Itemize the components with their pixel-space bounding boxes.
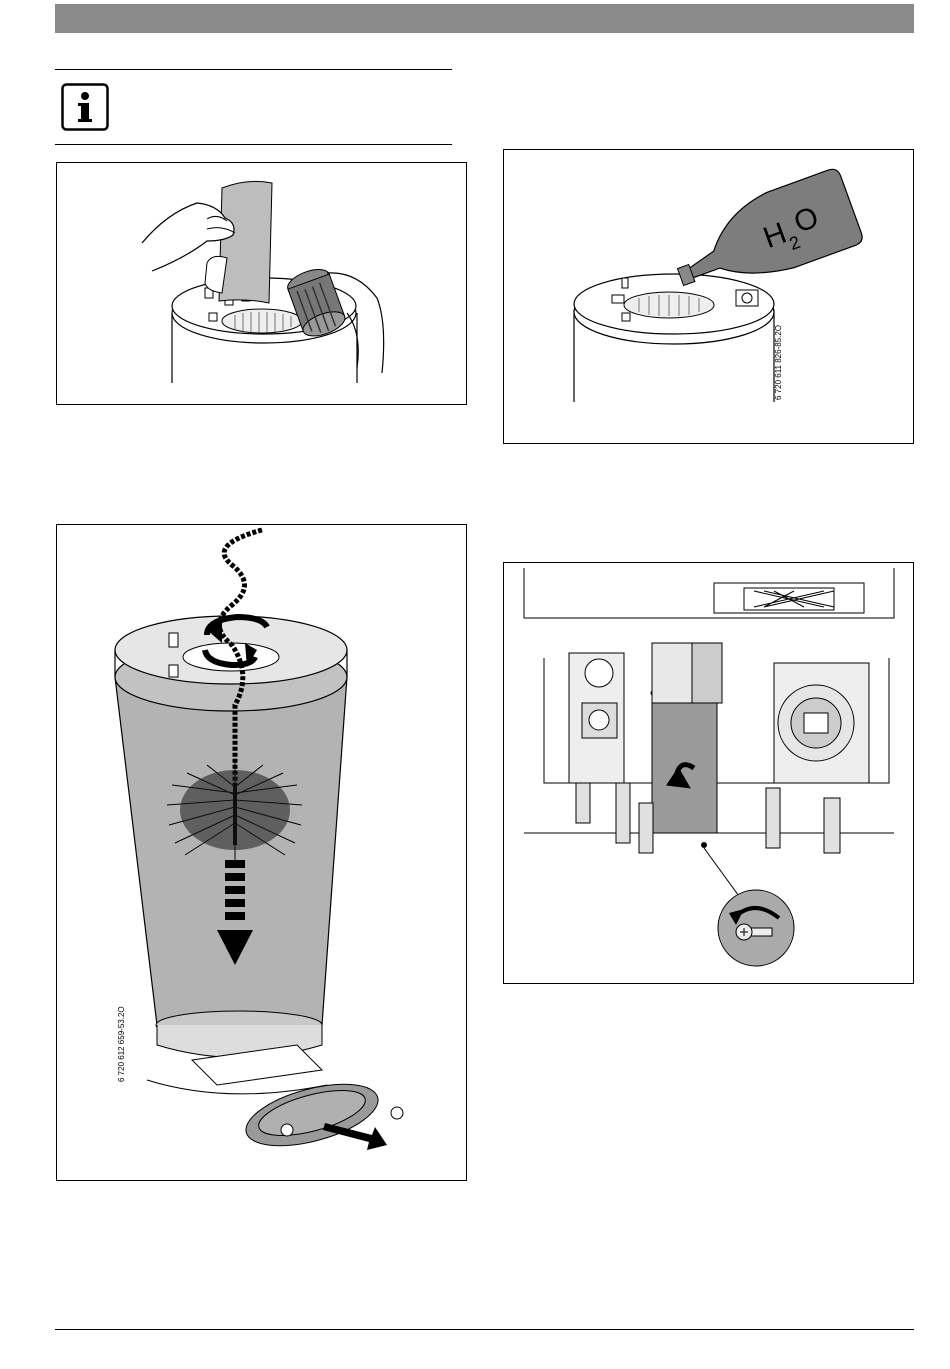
figure-brush-cleaning: 6 720 612 659-53.2O bbox=[56, 524, 467, 1181]
note-bottom-rule bbox=[55, 144, 452, 145]
figure-remove-insert-drawing bbox=[57, 163, 466, 404]
figure-code-pour: 6 720 611 826-85.2O bbox=[774, 325, 783, 400]
note-top-rule bbox=[55, 69, 452, 70]
figure-condensate-trap bbox=[503, 562, 914, 984]
info-icon bbox=[61, 83, 109, 131]
figure-condensate-trap-drawing bbox=[504, 563, 913, 983]
figure-code-brush: 6 720 612 659-53.2O bbox=[117, 1006, 126, 1082]
footer-rule bbox=[55, 1329, 914, 1330]
figure-pour-water: H 2 O 6 720 611 826-85.2O bbox=[503, 149, 914, 444]
figure-remove-insert bbox=[56, 162, 467, 405]
header-bar bbox=[55, 4, 914, 33]
figure-pour-water-drawing: H 2 O bbox=[504, 150, 913, 443]
